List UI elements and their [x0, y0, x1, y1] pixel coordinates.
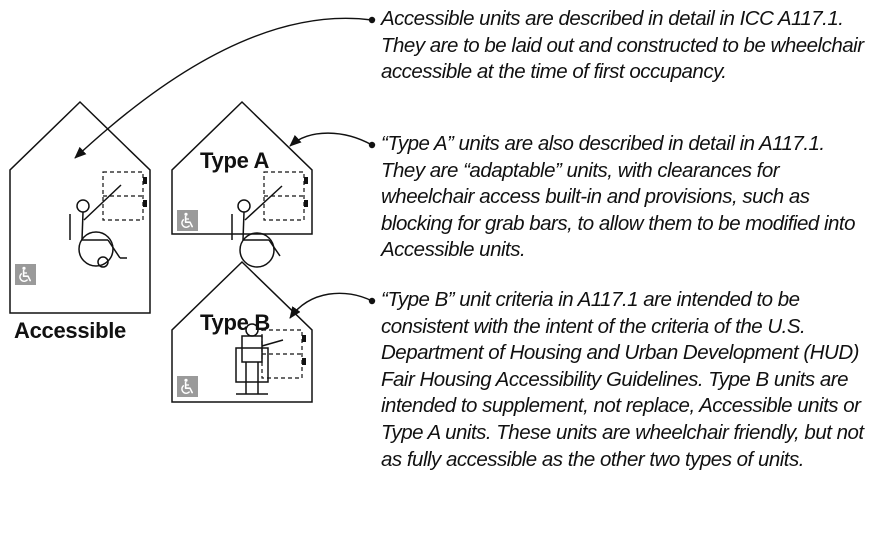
wheelchair-accessibility-icon: [14, 263, 37, 286]
bullet-dot: [368, 141, 376, 149]
house-type-a: [171, 100, 313, 268]
connector-arrow-type-a: [289, 132, 373, 147]
house-label-type-b: Type B: [200, 310, 270, 335]
wheelchair-accessibility-icon: [176, 375, 199, 398]
wheelchair-user-reaching: [69, 184, 127, 268]
house-type-b: [171, 260, 313, 403]
wheelchair-accessibility-icon: [176, 209, 199, 232]
house-label-accessible: Accessible: [14, 318, 126, 343]
connector-arrow-type-b: [289, 292, 373, 319]
description-type-b: “Type B” unit criteria in A117.1 are int…: [381, 288, 864, 471]
description-type-a: “Type A” units are also described in det…: [381, 132, 856, 262]
wheelchair-user-reaching: [231, 185, 283, 268]
house-label-type-a: Type A: [200, 148, 270, 173]
house-accessible: [9, 100, 151, 314]
bullet-dot: [368, 297, 376, 305]
connector-arrow-accessible: [74, 17, 373, 159]
bullet-dot: [368, 16, 376, 24]
description-accessible: Accessible units are described in detail…: [381, 7, 864, 84]
wheelchair-user-frontal: [235, 323, 284, 395]
